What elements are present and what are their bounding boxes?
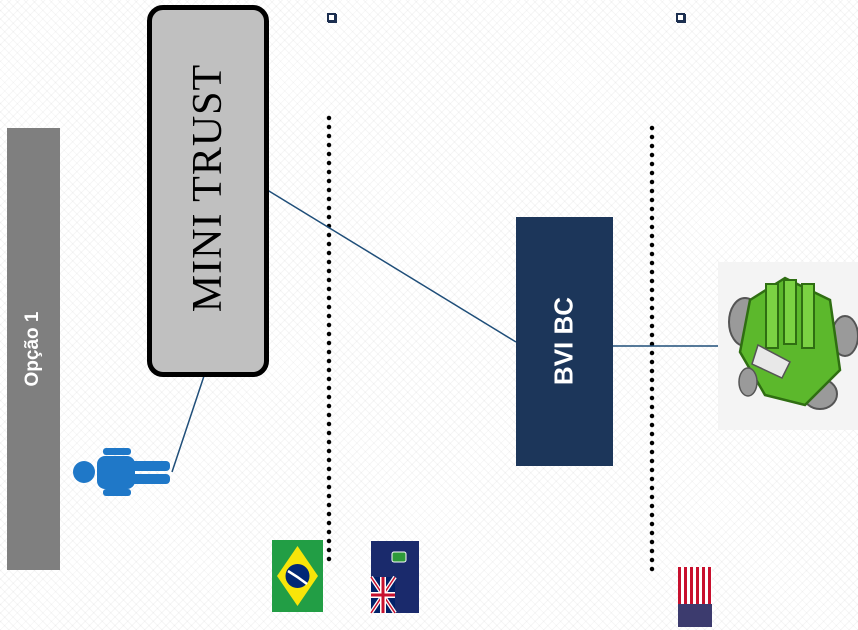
bvi-company-label: BVI BC <box>548 296 579 386</box>
mini-trust-box <box>147 5 269 377</box>
option-label: Opção 1 <box>22 311 43 387</box>
usa-flag-icon <box>678 567 712 627</box>
bvi-flag-icon <box>369 541 419 615</box>
connector-trust-to-company <box>263 187 517 343</box>
bullet-icon <box>327 13 336 22</box>
truck-icon <box>718 262 858 430</box>
bvi-company-box <box>516 217 613 466</box>
option-sidebar <box>7 128 60 570</box>
connector-person-to-trust <box>171 369 207 473</box>
mini-trust-label: MINI TRUST <box>185 63 231 313</box>
person-icon <box>73 448 170 496</box>
brazil-flag-icon <box>272 540 323 612</box>
bullet-icon <box>676 13 685 22</box>
